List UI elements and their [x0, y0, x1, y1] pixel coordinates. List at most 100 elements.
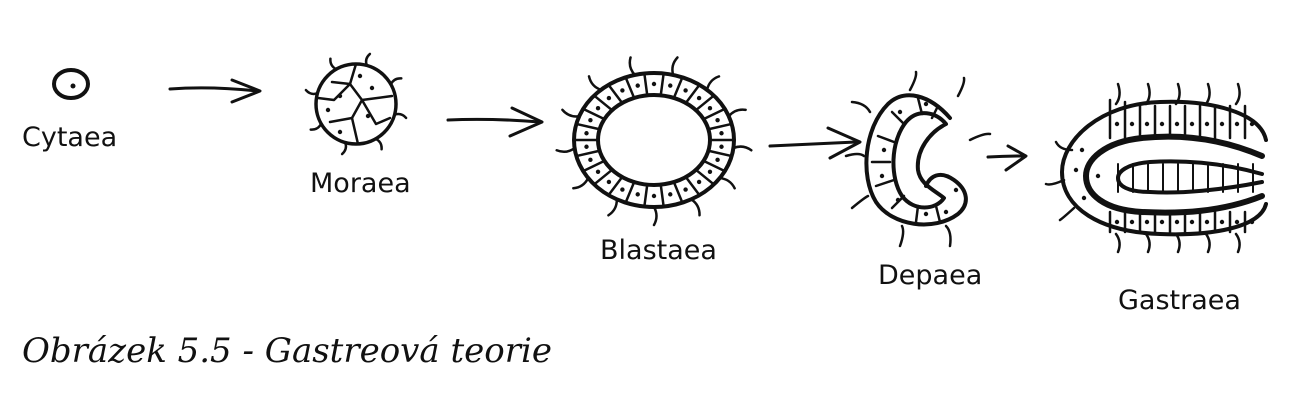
cilium: [1114, 232, 1121, 254]
cilium: [329, 57, 338, 71]
cilium: [727, 108, 747, 118]
cell-nucleus: [1204, 219, 1210, 225]
cell-nucleus: [620, 187, 625, 192]
cell-nucleus: [895, 197, 901, 203]
cell-nucleus: [1204, 121, 1210, 127]
cell-nucleus: [584, 144, 589, 149]
cell-nucleus: [719, 144, 724, 149]
stage-label-gastraea: Gastraea: [1118, 285, 1241, 316]
cell-nucleus: [595, 105, 601, 111]
cell-nucleus: [365, 113, 371, 119]
cell-nucleus: [715, 117, 720, 123]
cell-nucleus: [337, 129, 343, 135]
cell-nucleus: [369, 85, 375, 91]
cilium: [1234, 232, 1241, 254]
cell-nucleus: [1144, 219, 1150, 225]
cilium: [555, 146, 576, 154]
cilium: [364, 52, 372, 67]
cilium: [1144, 232, 1151, 254]
cilium: [850, 100, 872, 114]
cilium: [1144, 82, 1151, 106]
cell-nucleus: [606, 95, 612, 101]
cell-nucleus: [943, 209, 949, 215]
cell-nucleus: [1079, 147, 1085, 153]
cell-nucleus: [696, 95, 702, 101]
cilium: [844, 152, 866, 158]
cilium: [908, 70, 918, 92]
cell-nucleus: [1219, 121, 1225, 127]
cell-nucleus: [1159, 219, 1165, 225]
stage-label-blastaea: Blastaea: [600, 235, 717, 266]
cell-wall: [702, 159, 727, 173]
cell-wall: [672, 76, 684, 100]
cilium: [732, 145, 753, 152]
cell-wall: [702, 107, 727, 121]
cell-wall: [575, 122, 601, 131]
cell-nucleus: [1073, 167, 1079, 173]
cilium: [705, 75, 721, 92]
cilium: [561, 108, 581, 118]
cell-wall: [707, 122, 733, 131]
cilium: [572, 176, 590, 190]
cell-nucleus: [881, 147, 887, 153]
cell-wall: [694, 94, 716, 112]
cell-wall: [581, 107, 606, 121]
cilium: [1174, 82, 1181, 106]
cell-nucleus: [651, 81, 657, 87]
cilium: [309, 122, 323, 131]
cilium: [898, 224, 905, 248]
cytaea-cell-drawing: [52, 68, 90, 100]
cell-nucleus: [1114, 121, 1120, 127]
cilium: [1174, 232, 1181, 254]
cell-wall: [592, 94, 614, 112]
cell-nucleus: [337, 93, 343, 99]
cell-nucleus: [707, 105, 713, 111]
cell-nucleus: [1219, 219, 1225, 225]
stage-label-cytaea: Cytaea: [22, 122, 118, 153]
cilium: [689, 198, 701, 217]
cell-nucleus: [620, 88, 625, 93]
cell-wall: [684, 175, 701, 197]
cilium: [652, 205, 658, 227]
cell-nucleus: [1081, 195, 1087, 201]
cell-nucleus: [879, 173, 885, 179]
gastraea-cell-drawing: [1044, 82, 1268, 254]
cell-nucleus: [683, 88, 688, 93]
cell-nucleus: [588, 117, 593, 123]
cell-nucleus: [588, 157, 593, 163]
cell-nucleus: [719, 131, 724, 136]
cell-nucleus: [1249, 121, 1255, 127]
cilium: [374, 137, 383, 151]
cell-nucleus: [1174, 219, 1180, 225]
arrow-right-icon: [446, 106, 544, 138]
cell-nucleus: [1144, 121, 1150, 127]
cell-wall: [607, 83, 624, 105]
cell-wall: [624, 180, 636, 204]
cilium: [968, 132, 992, 142]
cell-wall: [672, 180, 684, 204]
cell-wall: [707, 149, 733, 158]
cilium: [1234, 82, 1241, 106]
cilium: [587, 75, 603, 92]
arrow-right-icon: [986, 144, 1028, 172]
cilium: [1054, 140, 1074, 152]
depaea-cell-drawing: [844, 70, 992, 248]
cell-nucleus: [1174, 121, 1180, 127]
cilium: [956, 76, 966, 98]
cell-wall: [694, 168, 716, 186]
cell-nucleus: [1129, 121, 1135, 127]
cell-wall: [581, 159, 606, 173]
cilium: [1204, 232, 1211, 254]
cell-nucleus: [683, 187, 688, 192]
cell-nucleus: [923, 101, 929, 107]
cell-nucleus: [1249, 219, 1255, 225]
cell-nucleus: [923, 211, 929, 217]
cilium: [340, 141, 348, 156]
cell-nucleus: [1095, 173, 1101, 179]
cilium: [1114, 82, 1121, 106]
cell-nucleus: [325, 107, 331, 113]
cell-wall: [575, 149, 601, 158]
cell-nucleus: [1234, 219, 1240, 225]
